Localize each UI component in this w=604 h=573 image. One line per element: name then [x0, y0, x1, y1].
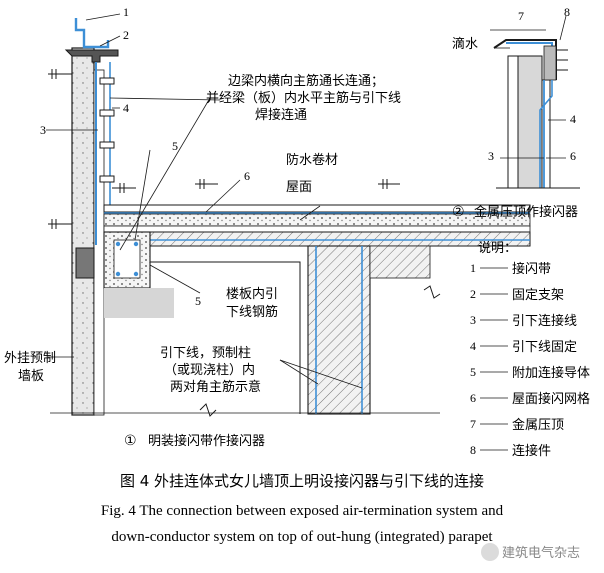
- note-downconductor-1: 引下线，预制柱: [160, 346, 251, 361]
- sf2-callout-8: 8: [564, 5, 570, 19]
- beam-rebar-dots: [115, 241, 139, 277]
- legend-text: 连接件: [512, 443, 551, 459]
- conductor-clips: [99, 77, 115, 183]
- legend: 说明： 1 接闪带 2 固定支架 3 引下连接线 4 引下线固定 5 附加连接导…: [470, 241, 590, 459]
- parapet-cap: [64, 49, 119, 63]
- legend-num: 7: [470, 417, 476, 431]
- sf2-leaders: [490, 15, 567, 159]
- legend-num: 8: [470, 443, 476, 457]
- legend-num: 3: [470, 313, 476, 327]
- sf2-wall-outer: [507, 55, 519, 189]
- caption-en-line1: Fig. 4 The connection between exposed ai…: [101, 503, 504, 519]
- legend-text: 引下线固定: [512, 340, 577, 355]
- roof-insulation-layer: [103, 213, 531, 227]
- callout-5-lower: 5: [195, 294, 201, 308]
- legend-text: 接闪带: [512, 261, 551, 277]
- sf2-number: ②: [452, 204, 465, 220]
- legend-item: 6 屋面接闪网格: [470, 391, 590, 407]
- note-main-bar-1: 边梁内横向主筋通长连通；: [228, 73, 384, 89]
- legend-num: 4: [470, 339, 476, 353]
- lower-grey-panel: [104, 288, 174, 318]
- note-main-bar-3: 焊接连通: [255, 107, 307, 123]
- legend-num: 1: [470, 261, 476, 275]
- legend-item: 7 金属压顶: [470, 417, 564, 433]
- concrete-column: [307, 245, 371, 415]
- subfigure-1-section: [46, 13, 531, 417]
- sf2-coping-block: [543, 45, 557, 81]
- sf2-callout-7: 7: [518, 9, 524, 23]
- anchor-bolts: [48, 69, 136, 229]
- note-waterproof: 防水卷材: [286, 152, 338, 168]
- subfig-1-number: ①: [124, 433, 137, 449]
- legend-num: 2: [470, 287, 476, 301]
- legend-num: 5: [470, 365, 476, 379]
- wall-bracket: [75, 247, 95, 279]
- legend-num: 6: [470, 391, 476, 405]
- right-slab-extension: [369, 245, 431, 279]
- legend-item: 8 连接件: [470, 443, 551, 459]
- edge-beam-core: [113, 239, 141, 279]
- air-termination-tape: [74, 18, 110, 49]
- callout-6: 6: [244, 169, 250, 183]
- watermark-text: 建筑电气杂志: [502, 545, 580, 561]
- roof-clip-marks: [195, 179, 400, 189]
- subfigure-2-section: [490, 15, 580, 189]
- note-slab-rebar-1: 楼板内引: [226, 286, 278, 302]
- callout-2: 2: [123, 28, 129, 42]
- legend-text: 金属压顶: [512, 417, 564, 433]
- legend-item: 2 固定支架: [470, 287, 564, 303]
- note-roof: 屋面: [286, 180, 312, 195]
- note-downconductor-3: 两对角主筋示意: [170, 379, 261, 395]
- legend-item: 5 附加连接导体: [470, 365, 590, 381]
- legend-item: 1 接闪带: [470, 261, 551, 277]
- watermark: 建筑电气杂志: [481, 543, 580, 561]
- leader-lines: [46, 13, 363, 389]
- note-main-bar-2: 并经梁（板）内水平主筋与引下线: [206, 90, 401, 106]
- legend-text: 引下连接线: [512, 313, 577, 329]
- room-outline: [149, 246, 301, 414]
- legend-text: 屋面接闪网格: [512, 391, 590, 407]
- caption-en-line2: down-conductor system on top of out-hung…: [111, 529, 493, 545]
- sf2-callout-4: 4: [570, 112, 576, 126]
- sf2-wall-core: [517, 55, 543, 189]
- note-slab-rebar-2: 下线钢筋: [226, 304, 278, 320]
- watermark-logo-icon: [481, 543, 499, 561]
- sf2-callout-6: 6: [570, 149, 576, 163]
- sf2-drip-label: 滴水: [452, 36, 478, 52]
- callout-5-upper: 5: [172, 139, 178, 153]
- callout-3: 3: [40, 123, 46, 137]
- roof-screed-layer: [103, 225, 531, 233]
- legend-title: 说明：: [478, 241, 517, 256]
- sf2-caption: 金属压顶作接闪器: [474, 204, 578, 220]
- note-downconductor-2: （或现浇柱）内: [164, 362, 255, 378]
- sf2-callout-3: 3: [488, 149, 494, 163]
- legend-item: 3 引下连接线: [470, 313, 577, 329]
- note-precast-1: 外挂预制: [4, 351, 56, 366]
- legend-text: 固定支架: [512, 288, 564, 303]
- callout-4: 4: [123, 101, 129, 115]
- legend-item: 4 引下线固定: [470, 339, 577, 355]
- roof-slab: [149, 231, 531, 247]
- subfig-1-caption: 明装接闪带作接闪器: [148, 433, 265, 449]
- callout-1: 1: [123, 5, 129, 19]
- legend-text: 附加连接导体: [512, 365, 590, 381]
- sf2-bend: [539, 80, 553, 188]
- break-line-bottom: [199, 403, 217, 417]
- caption-zh: 图 4 外挂连体式女儿墙顶上明设接闪器与引下线的连接: [120, 472, 484, 490]
- break-line-right: [423, 285, 441, 299]
- precast-wall-panel: [71, 47, 95, 416]
- sf2-bolts: [556, 49, 568, 71]
- note-precast-2: 墙板: [18, 369, 44, 384]
